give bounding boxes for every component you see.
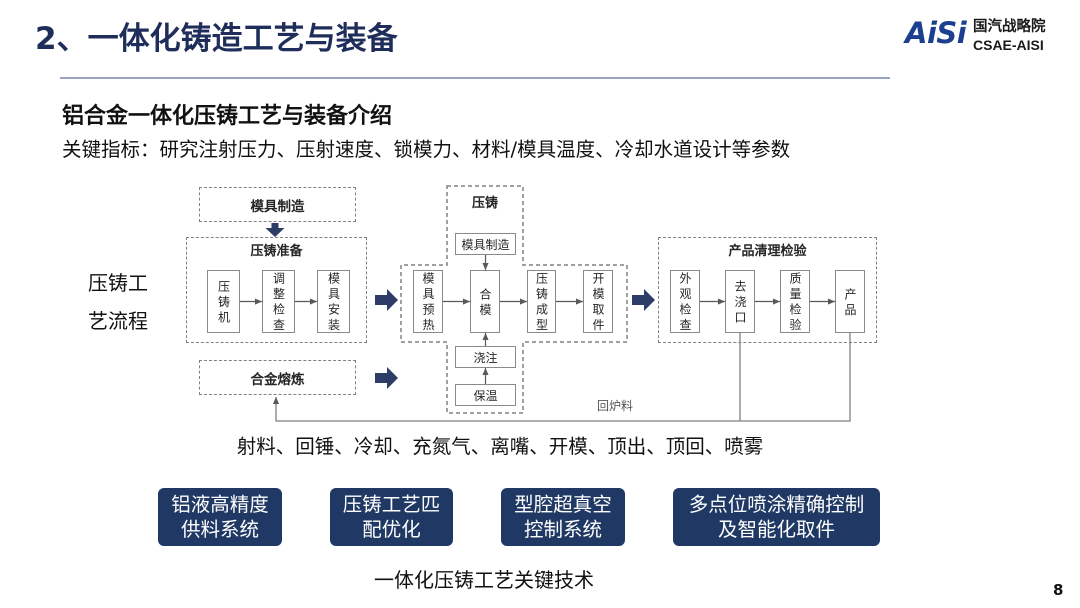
step-mold-clamping: 合模 bbox=[470, 270, 500, 333]
key-technologies-caption: 一体化压铸工艺关键技术 bbox=[374, 568, 594, 592]
step-die-casting-forming: 压铸成型 bbox=[527, 270, 556, 335]
step-label: 外观检查 bbox=[678, 272, 692, 335]
step-label: 调整检查 bbox=[271, 272, 286, 335]
preparation-group-title: 压铸准备 bbox=[250, 244, 303, 259]
operations-list: 射料、回锤、冷却、充氮气、离嘴、开模、顶出、顶回、喷雾 bbox=[236, 435, 764, 458]
key-tech-spraying-control: 多点位喷涂精确控制 及智能化取件 bbox=[673, 488, 880, 546]
logo-name-cn: 国汽战略院 bbox=[973, 19, 1046, 35]
step-label: 去浇口 bbox=[733, 280, 747, 327]
key-tech-line: 型腔超真空 bbox=[514, 493, 612, 516]
step-label: 开模取件 bbox=[591, 272, 605, 335]
step-label: 模具安装 bbox=[326, 272, 341, 335]
step-gate-removal: 去浇口 bbox=[725, 270, 755, 333]
key-tech-aluminum-feeding: 铝液高精度 供料系统 bbox=[158, 488, 282, 546]
key-tech-line: 及智能化取件 bbox=[717, 518, 835, 541]
slide-title: 2、一体化铸造工艺与装备 bbox=[35, 21, 398, 57]
key-tech-line: 控制系统 bbox=[523, 518, 602, 541]
step-quality-inspection: 质量检验 bbox=[780, 270, 810, 335]
step-label: 模具预热 bbox=[421, 272, 435, 335]
alloy-melting-stage: 合金熔炼 bbox=[199, 360, 356, 395]
step-label: 合模 bbox=[478, 287, 492, 319]
return-material-label: 回炉料 bbox=[596, 399, 633, 413]
step-mold-installation: 模具安装 bbox=[317, 270, 350, 335]
block-arrow-casting-to-inspection bbox=[632, 289, 655, 311]
block-arrow-melting-to-casting bbox=[375, 367, 398, 389]
key-tech-process-matching: 压铸工艺匹 配优化 bbox=[330, 488, 453, 546]
step-adjust-check: 调整检查 bbox=[262, 270, 295, 335]
cleaning-inspection-group-title: 产品清理检验 bbox=[728, 244, 807, 259]
block-arrow-down-to-preparation bbox=[265, 223, 285, 237]
step-heat-holding: 保温 bbox=[455, 384, 516, 406]
step-pouring: 浇注 bbox=[455, 346, 516, 368]
mold-making-stage: 模具制造 bbox=[199, 187, 356, 222]
logo-mark: AiSi bbox=[905, 16, 967, 50]
section-heading: 铝合金一体化压铸工艺与装备介绍 bbox=[62, 104, 393, 129]
step-label: 质量检验 bbox=[788, 272, 802, 335]
logo: AiSi 国汽战略院 CSAE-AISI bbox=[903, 12, 1063, 56]
key-tech-line: 供料系统 bbox=[180, 518, 259, 541]
process-flow-label-line-1: 压铸工 bbox=[88, 271, 148, 295]
key-indicators: 关键指标：研究注射压力、压射速度、锁模力、材料/模具温度、冷却水道设计等参数 bbox=[62, 138, 791, 161]
step-casting-mold-making: 模具制造 bbox=[455, 233, 516, 255]
key-tech-line: 多点位喷涂精确控制 bbox=[688, 493, 865, 516]
step-open-mold-take-part: 开模取件 bbox=[583, 270, 613, 335]
key-tech-line: 压铸工艺匹 bbox=[342, 493, 441, 516]
step-label: 产品 bbox=[843, 287, 857, 319]
step-label: 压铸机 bbox=[216, 280, 231, 327]
step-label: 压铸成型 bbox=[534, 272, 549, 335]
page-number: 8 bbox=[1053, 581, 1064, 599]
key-tech-line: 铝液高精度 bbox=[171, 493, 269, 516]
step-product: 产品 bbox=[835, 270, 865, 333]
feedback-line-product-to-melting bbox=[272, 333, 851, 422]
key-tech-vacuum-control: 型腔超真空 控制系统 bbox=[501, 488, 625, 546]
step-mold-preheating: 模具预热 bbox=[413, 270, 443, 335]
step-die-casting-machine: 压铸机 bbox=[207, 270, 240, 333]
die-casting-group-title: 压铸 bbox=[471, 196, 498, 211]
title-divider bbox=[60, 77, 890, 79]
block-arrow-preparation-to-casting bbox=[375, 289, 398, 311]
logo-name-en: CSAE-AISI bbox=[973, 37, 1044, 53]
step-visual-inspection: 外观检查 bbox=[670, 270, 700, 335]
process-flow-label-line-2: 艺流程 bbox=[88, 309, 148, 333]
key-tech-line: 配优化 bbox=[362, 518, 421, 541]
